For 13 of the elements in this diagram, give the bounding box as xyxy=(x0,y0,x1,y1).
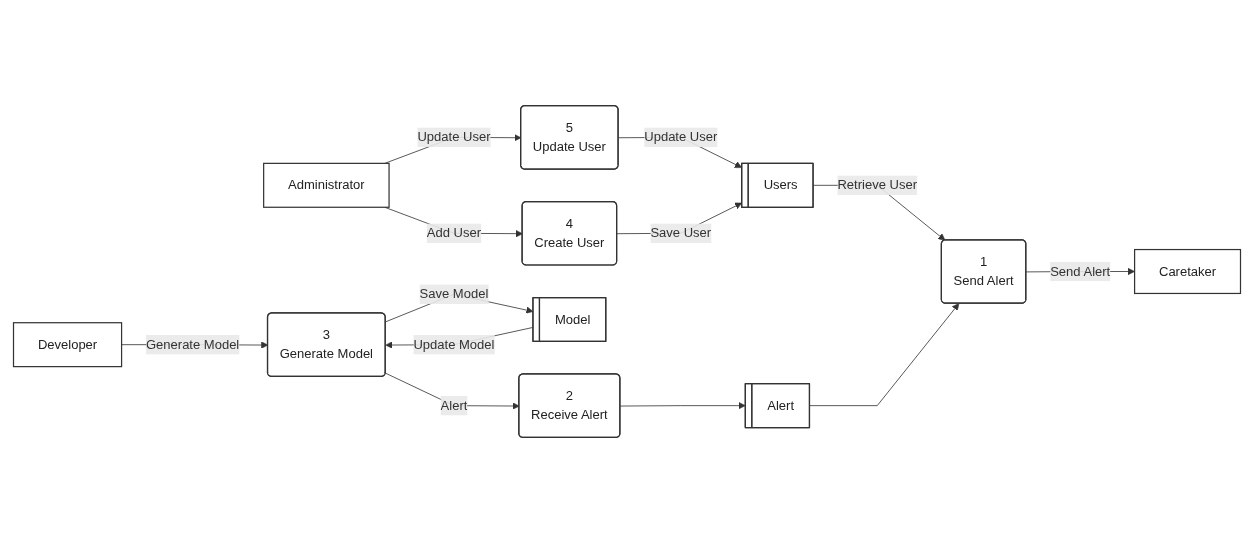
node-box: Developer xyxy=(12,322,123,368)
edge-label: Update User xyxy=(644,130,718,144)
edge-label: Update User xyxy=(417,130,491,144)
edge-label: Send Alert xyxy=(1050,264,1111,278)
edge-label: Retrieve User xyxy=(837,178,917,192)
node-box: Administrator xyxy=(263,162,390,208)
edge-label: Save User xyxy=(650,225,712,240)
edge-label: Update Model xyxy=(413,337,495,352)
edge-label: Generate Model xyxy=(145,337,240,352)
edge-label: Add User xyxy=(426,225,482,240)
edge-label: Alert xyxy=(440,398,468,413)
node-box: Caretaker xyxy=(1134,248,1242,295)
edge-label: Save Model xyxy=(419,286,489,301)
